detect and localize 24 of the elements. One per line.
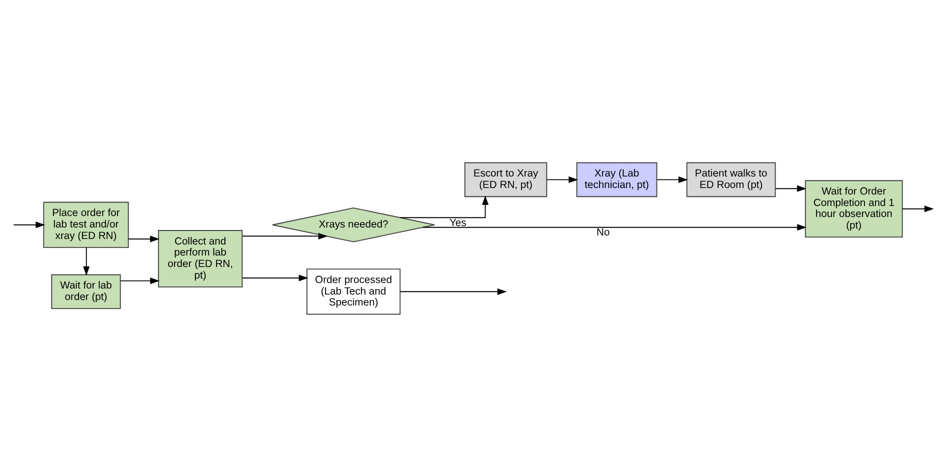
node-box: Patient walks to ED Room (pt) <box>686 162 776 197</box>
node-box: Place order for lab test and/or xray (ED RN) <box>43 201 129 248</box>
node-box: Xray (Lab technician, pt) <box>576 162 658 197</box>
arrow <box>128 235 160 242</box>
arrow <box>656 176 688 182</box>
arrow <box>902 205 934 212</box>
node-box: Collect and perform lab order (ED RN, pt) <box>158 230 243 287</box>
edge-label: Yes <box>449 217 466 228</box>
arrow <box>546 176 578 182</box>
arrow <box>400 194 489 218</box>
node-box: Wait for Order Completion and 1 hour observation (pt) <box>804 180 903 238</box>
arrow <box>242 274 308 281</box>
node-box: Order processed (Lab Tech and Specimen) <box>306 268 401 314</box>
arrow <box>13 221 46 228</box>
arrow <box>120 277 160 284</box>
arrow <box>774 184 806 192</box>
node-diamond: Xrays needed? <box>272 206 436 242</box>
edge-label: No <box>596 227 610 238</box>
arrow <box>83 246 90 276</box>
arrow <box>422 224 807 230</box>
arrow <box>400 288 507 294</box>
node-box: Wait for lab order (pt) <box>51 274 121 309</box>
node-box: Escort to Xray (ED RN, pt) <box>464 162 548 197</box>
arrow <box>242 232 328 239</box>
